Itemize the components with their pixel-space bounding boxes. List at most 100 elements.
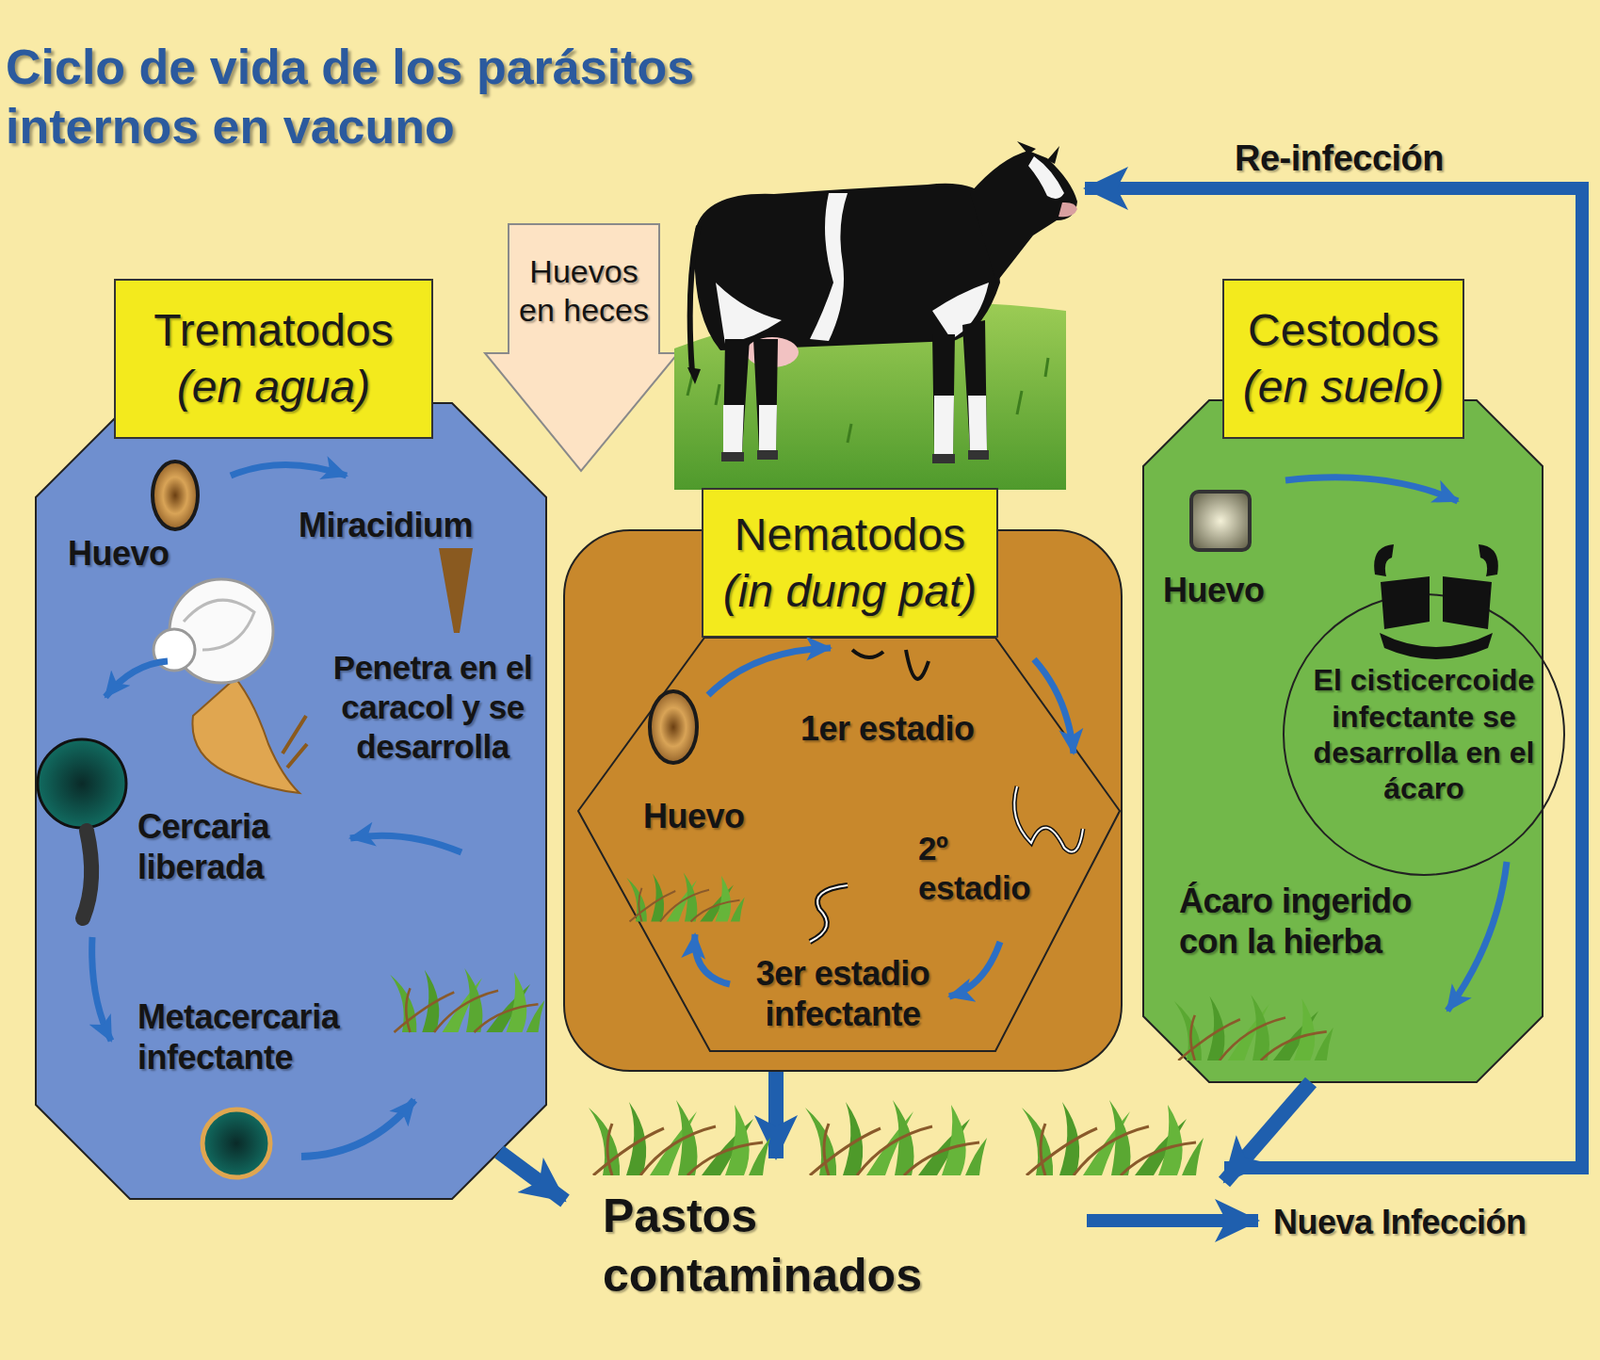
art-part [809,193,848,341]
stage-label: Huevo [643,795,776,837]
art-part [1017,141,1060,164]
art-part [932,320,987,454]
circle-label: El cisticercoide infectante se desarroll… [1277,662,1570,808]
stage-label: 1er estadio [800,708,1022,749]
art-part [708,647,831,695]
art-part [932,282,989,340]
art-part [745,337,799,368]
art-part [183,599,255,650]
art-part [1021,1099,1204,1176]
art-part [626,872,744,922]
flow-arrow [1224,1082,1311,1182]
flow-label: Nueva Infección [1273,1201,1594,1243]
art-part [969,150,1078,283]
art-part [1028,156,1065,199]
art-part [1380,576,1492,630]
region-heading: Nematodos [734,506,966,564]
art-part [723,339,778,453]
art-part [37,739,127,828]
art-part [687,367,701,385]
art-part [230,465,347,477]
art-part [438,548,473,633]
art-part [282,715,308,768]
heading-box: Cestodos(en suelo) [1222,278,1465,439]
cow-illustration [674,141,1078,490]
art-part [852,649,884,658]
art-part [92,937,112,1041]
art-part [350,835,462,853]
node-text-area: El cisticercoide infectante se desarroll… [1277,593,1570,876]
stage-label: Ácaro ingerido con la hierba [1179,880,1462,962]
cestode-region: Cestodos(en suelo)El cisticercoide infec… [1143,278,1543,1083]
region-outline [564,530,1122,1071]
art-part [721,450,989,464]
stage-label: 2º estadio [918,828,1060,908]
art-part [82,830,92,919]
stage-label: Miracidium [298,504,534,546]
region-heading: Cestodos [1247,302,1439,359]
development-circle: El cisticercoide infectante se desarroll… [1282,593,1566,876]
nematode-stages [626,647,1083,997]
stage-label: Huevo [67,533,210,574]
art-part [694,183,1001,351]
circle-outline [1283,594,1565,875]
stage-label: Metacercaria infectante [137,996,388,1078]
art-part [1285,477,1458,502]
art-part [1034,659,1074,754]
art-part [1014,786,1083,853]
stage-label: Penetra en el caracol y se desarrolla [303,647,563,767]
art-part [690,226,699,372]
art-part [1084,188,1583,1168]
art-part [588,1099,771,1176]
node-text-area: Huevos en heces [508,231,660,350]
pasture-band: Pastos contaminados [565,1158,1225,1319]
art-part [192,678,300,793]
stage-label: 3er estadio infectante [725,953,961,1035]
art-part [1086,1213,1259,1228]
region-subheading: (en agua) [177,358,371,416]
art-part [905,649,929,679]
region-heading: Trematodos [153,302,393,359]
art-part [153,629,195,671]
art-part [674,302,1067,490]
art-part [202,1109,271,1178]
art-part [949,941,1001,997]
art-part [723,404,777,453]
art-part [649,691,697,763]
art-part [715,282,782,344]
egg-arrow: Huevos en heces [484,224,679,471]
art-part [1058,202,1078,217]
flow-arrow [768,1071,784,1159]
region-subheading: (in dung pat) [723,563,978,620]
art-part [934,395,987,454]
art-part [1379,632,1493,660]
art-part [105,661,168,697]
art-part [301,1099,415,1157]
stage-label: Cercaria liberada [137,806,312,888]
pasture-and-loop [588,188,1583,1221]
down-arrow-shape [484,224,679,471]
art-part [1174,994,1334,1061]
art-part [152,461,198,530]
art-part [809,885,848,942]
flow-arrow [499,1151,566,1201]
flow-label: Re-infección [1234,137,1527,181]
heading-box: Trematodos(en agua) [113,278,434,439]
node-text-area: Pastos contaminados [602,1186,980,1305]
art-part [389,968,545,1033]
heading-box: Nematodos(in dung pat) [701,487,999,638]
region-outline [35,403,547,1199]
diagram-title: Ciclo de vida de los parásitos internos … [5,37,882,158]
art-part [1191,491,1250,550]
region-subheading: (en suelo) [1243,358,1444,416]
node-outline [1282,593,1566,876]
art-part [1014,786,1083,853]
art-part [809,885,848,942]
art-part [1447,861,1507,1011]
arrow-label: Huevos en heces [508,252,660,330]
art-part [687,357,1049,443]
art-part [1373,544,1499,577]
art-part [169,579,274,683]
art-part [694,934,730,985]
art-part [805,1099,987,1176]
